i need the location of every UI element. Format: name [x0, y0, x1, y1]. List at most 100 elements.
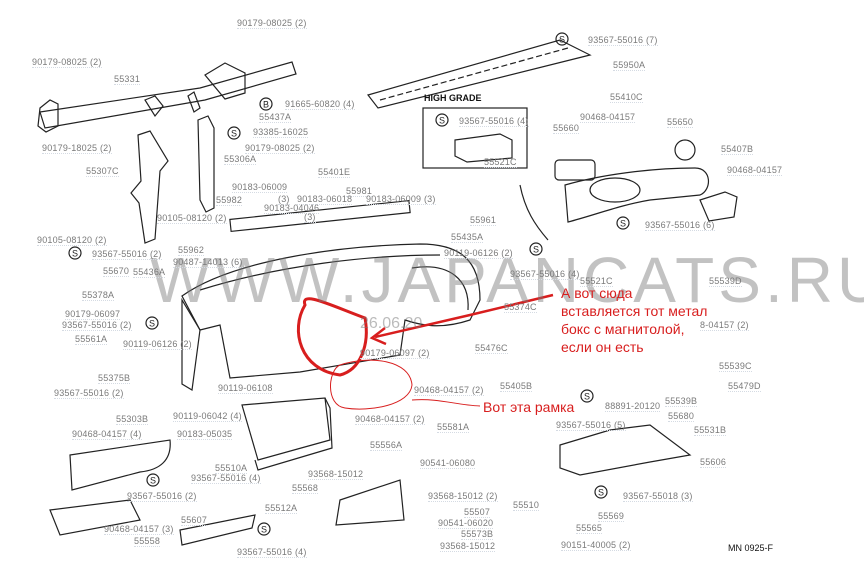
part-number-label: 55512A	[265, 503, 298, 514]
cluster-finish-panel	[554, 139, 738, 223]
date-stamp: 26.06.20	[360, 315, 423, 332]
part-number-label: 93567-55016 (4)	[237, 547, 307, 558]
part-number-label: 90151-40005 (2)	[561, 540, 631, 551]
screw-symbol-icon: S	[145, 316, 159, 330]
part-number-label: 93567-55018 (3)	[623, 491, 693, 502]
note-line: если он есть	[561, 339, 644, 355]
part-number-label: 90179-08025 (2)	[32, 57, 102, 68]
part-number-label: 90183-04046	[264, 203, 320, 214]
part-number-label: 93568-15012	[440, 541, 496, 552]
part-number-label: (3)	[278, 194, 290, 205]
note-line: вставляется тот метал	[561, 303, 708, 319]
symbol-letter: S	[598, 488, 604, 498]
part-number-label: 90119-06042 (4)	[173, 411, 242, 422]
part-number-label: (3)	[304, 212, 316, 223]
part-number-label: 55476C	[475, 343, 508, 354]
flow-arrow	[519, 184, 549, 241]
screw-symbol-icon: S	[594, 485, 608, 499]
part-number-label: 91665-60820 (4)	[285, 99, 355, 110]
part-number-label: 93567-55016 (4)	[459, 116, 529, 127]
high-grade-label: HIGH GRADE	[424, 93, 482, 103]
part-number-label: 90468-04157 (2)	[355, 414, 425, 425]
screw-symbol-icon: S	[616, 216, 630, 230]
part-number-label: 90468-04157	[580, 112, 636, 123]
symbol-letter: S	[559, 35, 565, 45]
brace-center	[187, 91, 215, 213]
part-number-label: 55521C	[484, 157, 517, 168]
part-number-label: 55436A	[133, 267, 166, 278]
part-number-label: 55405B	[500, 381, 533, 392]
part-number-label: 55561A	[75, 334, 108, 345]
glove-door	[335, 479, 405, 526]
defroster-nozzle	[366, 39, 592, 109]
part-number-label: 55680	[668, 411, 695, 422]
part-number-label: 55375B	[98, 373, 131, 384]
part-number-label: 55556A	[370, 440, 403, 451]
bolt-symbol-icon: B	[259, 97, 273, 111]
part-number-label: 55607	[181, 515, 208, 526]
part-number-label: 93385-16025	[253, 127, 309, 138]
part-number-label: 93567-55016 (6)	[645, 220, 715, 231]
symbol-letter: S	[620, 219, 626, 229]
part-number-label: 55650	[667, 117, 694, 128]
instrument-panel-reinforcement	[37, 61, 297, 133]
part-number-label: 55962	[178, 245, 205, 256]
glove-box	[241, 397, 333, 471]
part-number-label: 90541-06080	[420, 458, 476, 469]
part-number-label: 93567-55016 (2)	[127, 491, 197, 502]
part-number-label: 55374C	[504, 302, 537, 313]
part-number-label: 90183-06009	[232, 182, 288, 193]
part-number-label: 93567-55016 (2)	[92, 249, 162, 260]
part-number-label: 90179-08025 (2)	[237, 18, 307, 29]
part-number-label: 93567-55016 (7)	[588, 35, 658, 46]
part-number-label: 90468-04157 (3)	[104, 524, 174, 535]
radio-box-note: А вот сюда вставляется тот метал бокс с …	[561, 284, 707, 356]
part-number-label: 93567-55016 (4)	[191, 473, 261, 484]
screw-symbol-icon: S	[580, 389, 594, 403]
part-number-label: 90487-14013 (6)	[173, 257, 243, 268]
part-number-label: 90179-08025 (2)	[245, 143, 315, 154]
screw-symbol-icon: S	[435, 113, 449, 127]
part-number-label: 90179-18025 (2)	[42, 143, 112, 154]
part-number-label: 55670	[103, 266, 130, 277]
part-number-label: 90468-04157 (4)	[72, 429, 142, 440]
part-number-label: 55558	[134, 536, 161, 547]
screw-symbol-icon: S	[146, 473, 160, 487]
part-number-label: 55569	[598, 511, 625, 522]
drawing-code: MN 0925-F	[728, 543, 774, 553]
part-number-label: 88891-20120	[605, 401, 661, 412]
part-number-label: 55510A	[215, 463, 248, 474]
part-number-label: 55410C	[610, 92, 643, 103]
part-number-label: 90105-08120 (2)	[157, 213, 227, 224]
symbol-letter: S	[72, 249, 78, 259]
part-number-label: 55982	[216, 195, 243, 206]
part-number-label: 55581A	[437, 422, 470, 433]
part-number-label: 93568-15012	[308, 469, 364, 480]
symbol-letter: S	[439, 116, 445, 126]
note-line: бокс с магнитолой,	[561, 321, 685, 337]
part-number-label: 55437A	[259, 112, 292, 123]
part-number-label: 90183-05035	[177, 429, 233, 440]
part-number-label: 90541-06020	[438, 518, 494, 529]
part-number-label: 55306A	[224, 154, 257, 165]
part-number-label: 90119-06126 (2)	[123, 339, 192, 350]
part-number-label: 93568-15012 (2)	[428, 491, 498, 502]
part-number-label: 55479D	[728, 381, 761, 392]
symbol-letter: S	[533, 245, 539, 255]
screw-symbol-icon: S	[555, 32, 569, 46]
part-number-label: 55981	[346, 186, 373, 197]
part-number-label: 90119-06108	[218, 383, 273, 394]
part-number-label: 55531B	[694, 425, 727, 436]
part-number-label: 55378A	[82, 290, 115, 301]
brace-left	[130, 130, 169, 244]
part-number-label: 93567-55016 (5)	[556, 420, 626, 431]
part-number-label: 93567-55016 (2)	[62, 320, 132, 331]
part-number-label: 55303B	[116, 414, 149, 425]
part-number-label: 90119-06126 (2)	[444, 248, 513, 259]
screw-symbol-icon: S	[529, 242, 543, 256]
screw-symbol-icon: S	[227, 126, 241, 140]
symbol-letter: S	[261, 525, 267, 535]
part-number-label: 55950A	[613, 60, 646, 71]
